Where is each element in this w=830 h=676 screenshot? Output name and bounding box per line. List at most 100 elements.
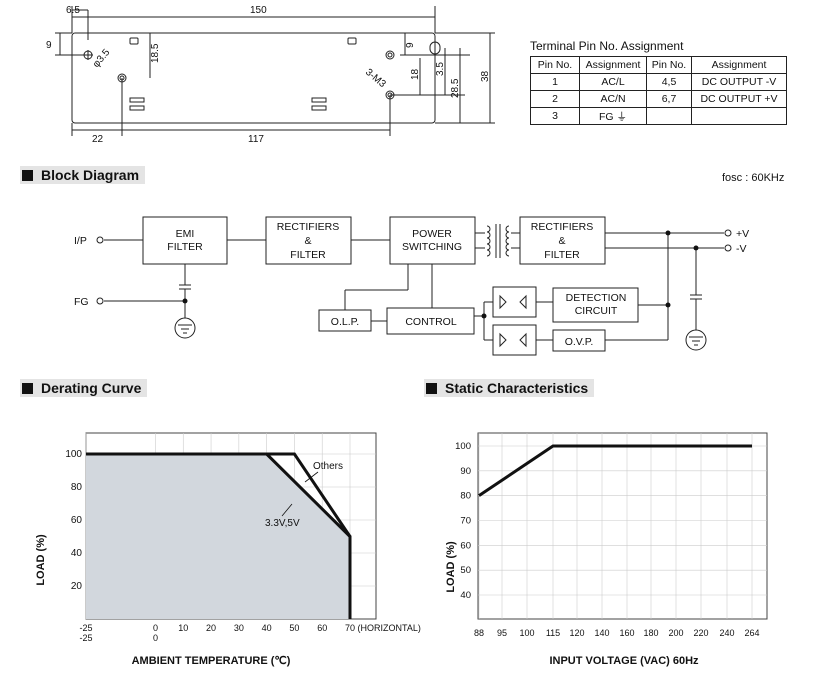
section-title: Block Diagram bbox=[41, 167, 140, 183]
x-tick-label: -25 bbox=[79, 623, 92, 633]
table-cell: AC/N bbox=[579, 90, 647, 108]
dim-6-5: 6.5 bbox=[66, 5, 80, 16]
x-tick-label: 115 bbox=[546, 628, 560, 638]
rect2-label-3: FILTER bbox=[544, 249, 580, 261]
x-tick-label: 40 bbox=[262, 623, 272, 633]
series-line-1 bbox=[86, 452, 352, 619]
section-header-block-diagram: Block Diagram bbox=[20, 166, 146, 184]
y-tick-label: 80 bbox=[71, 482, 83, 493]
x-tick-label: 88 bbox=[474, 628, 484, 638]
x-axis-title: AMBIENT TEMPERATURE (℃) bbox=[132, 655, 291, 667]
block-diagram-nodes bbox=[182, 230, 699, 319]
y-tick-label: 70 bbox=[460, 516, 471, 527]
x-tick-label-second-row: -25 bbox=[79, 633, 92, 643]
rectifiers-filter-2-box bbox=[519, 216, 606, 265]
dim-3-m3: 3-M3 bbox=[363, 67, 388, 90]
emi-label-1: EMI bbox=[176, 228, 195, 240]
x-tick-label: 70 (HORIZONTAL) bbox=[345, 623, 421, 633]
detection-label-2: CIRCUIT bbox=[575, 305, 618, 317]
emi-label-2: FILTER bbox=[167, 241, 203, 253]
y-tick-label: 50 bbox=[460, 565, 471, 576]
y-tick-label: 100 bbox=[65, 449, 82, 460]
control-label: CONTROL bbox=[405, 316, 456, 328]
table-row: 2 AC/N 6,7 DC OUTPUT +V bbox=[530, 90, 787, 108]
fosc-label: fosc : 60KHz bbox=[722, 172, 785, 184]
y-tick-label: 60 bbox=[460, 540, 471, 551]
y-tick-label: 40 bbox=[460, 590, 471, 601]
table-cell: FG ⏚ bbox=[579, 107, 647, 125]
derating-area bbox=[86, 454, 350, 619]
x-tick-label: 10 bbox=[178, 623, 188, 633]
mechanical-drawing bbox=[55, 6, 495, 136]
plot-frame bbox=[477, 432, 768, 620]
y-tick-label: 60 bbox=[71, 515, 83, 526]
dim-117: 117 bbox=[248, 134, 264, 145]
rect1-label-2: & bbox=[304, 235, 311, 247]
dim-150: 150 bbox=[250, 5, 267, 16]
out-pos-label: +V bbox=[736, 228, 749, 240]
dim-38: 38 bbox=[480, 70, 491, 82]
table-cell bbox=[646, 107, 692, 125]
y-tick-label: 90 bbox=[460, 466, 471, 477]
dim-28-5: 28.5 bbox=[450, 78, 461, 98]
x-tick-label: 100 bbox=[519, 628, 534, 638]
header-cell: Pin No. bbox=[530, 56, 580, 74]
dim-9-left: 9 bbox=[46, 40, 52, 51]
table-cell: 3 bbox=[530, 107, 580, 125]
terminal-circles bbox=[96, 229, 732, 305]
table-row: 1 AC/L 4,5 DC OUTPUT -V bbox=[530, 73, 787, 91]
x-tick-label: 120 bbox=[569, 628, 584, 638]
x-tick-label: 264 bbox=[744, 628, 759, 638]
x-tick-label: 95 bbox=[497, 628, 507, 638]
ip-label: I/P bbox=[74, 235, 87, 247]
header-cell: Pin No. bbox=[646, 56, 692, 74]
dim-3-5: 3.5 bbox=[435, 62, 446, 76]
section-header-derating: Derating Curve bbox=[20, 379, 148, 397]
pin-assignment-table: Pin No. Assignment Pin No. Assignment 1 … bbox=[530, 56, 787, 125]
y-tick-label: 40 bbox=[71, 548, 83, 559]
dim-9-right: 9 bbox=[405, 42, 416, 48]
series-line bbox=[478, 444, 752, 497]
y-tick-label: 100 bbox=[455, 441, 471, 452]
power-label-1: POWER bbox=[412, 228, 452, 240]
dim-18-5: 18.5 bbox=[150, 43, 161, 63]
y-axis-title: LOAD (%) bbox=[35, 534, 47, 586]
power-label-2: SWITCHING bbox=[402, 241, 462, 253]
header-cell: Assignment bbox=[579, 56, 647, 74]
bullet-square-icon bbox=[426, 382, 437, 394]
x-tick-label: 50 bbox=[289, 623, 299, 633]
dim-18: 18 bbox=[410, 68, 421, 80]
x-tick-label: 200 bbox=[668, 628, 683, 638]
ovp-label: O.V.P. bbox=[565, 336, 594, 348]
x-axis-title: INPUT VOLTAGE (VAC) 60Hz bbox=[549, 655, 699, 667]
x-tick-label: 140 bbox=[594, 628, 609, 638]
rect2-label-1: RECTIFIERS bbox=[531, 221, 593, 233]
rect1-label-3: FILTER bbox=[290, 249, 326, 261]
x-tick-label: 20 bbox=[206, 623, 216, 633]
block-labels: EMI FILTER RECTIFIERS & FILTER POWER SWI… bbox=[167, 221, 626, 348]
bullet-square-icon bbox=[22, 382, 33, 394]
series-label-others: Others bbox=[313, 461, 343, 472]
bullet-square-icon bbox=[22, 169, 33, 181]
x-tick-label: 30 bbox=[234, 623, 244, 633]
pin-table-title: Terminal Pin No. Assignment bbox=[530, 39, 684, 53]
table-cell: DC OUTPUT +V bbox=[691, 90, 787, 108]
optocoupler-1 bbox=[492, 286, 537, 318]
x-tick-label: 60 bbox=[317, 623, 327, 633]
table-cell bbox=[691, 107, 787, 125]
table-cell: 6,7 bbox=[646, 90, 692, 108]
detection-label-1: DETECTION bbox=[566, 292, 627, 304]
pin-table-header: Pin No. Assignment Pin No. Assignment bbox=[530, 56, 787, 74]
table-cell: 4,5 bbox=[646, 73, 692, 91]
x-tick-label: 160 bbox=[619, 628, 634, 638]
optocoupler-2 bbox=[492, 324, 537, 356]
leader-line bbox=[304, 471, 319, 483]
out-neg-label: -V bbox=[736, 243, 747, 255]
section-header-static: Static Characteristics bbox=[424, 379, 595, 397]
x-tick-label: 180 bbox=[643, 628, 658, 638]
olp-label: O.L.P. bbox=[331, 316, 359, 328]
section-title: Static Characteristics bbox=[445, 380, 589, 396]
